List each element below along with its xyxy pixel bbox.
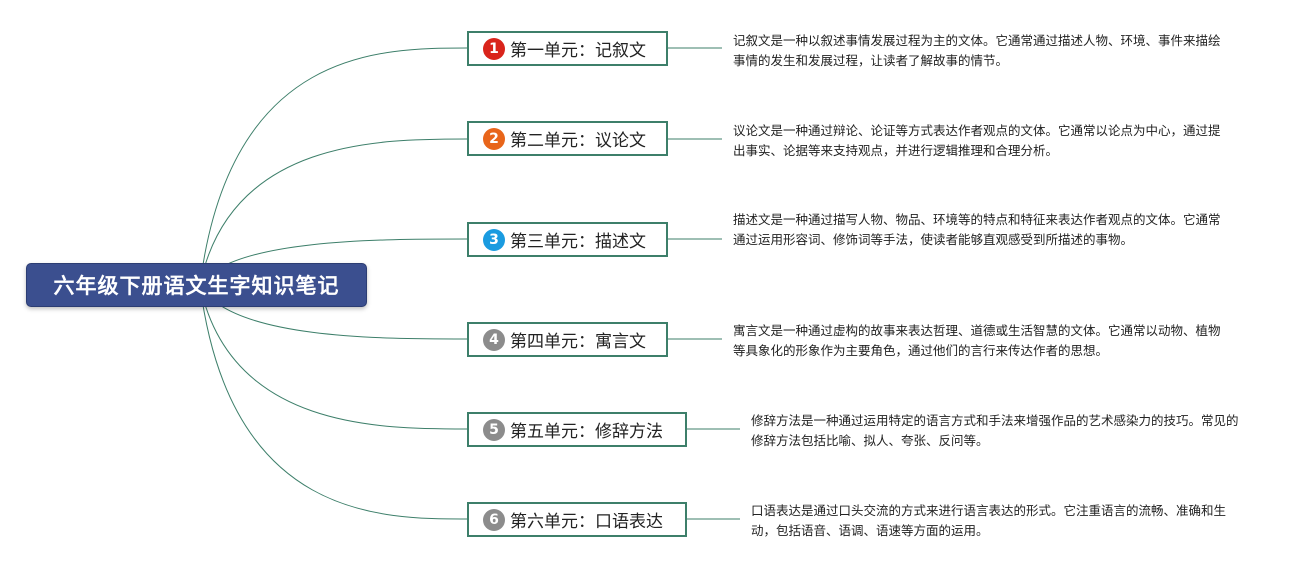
branch-line-2 [199,138,468,286]
unit-5-label: 第五单元：修辞方法 [510,422,663,442]
unit-4-topic[interactable]: 4 第四单元：寓言文 [467,322,668,357]
unit-3-note: 描述文是一种通过描写人物、物品、环境等的特点和特征来表达作者观点的文体。它通常通… [733,212,1221,247]
unit-4-label: 第四单元：寓言文 [510,332,646,352]
number-1-badge-icon: 1 [483,37,505,60]
branch-line-6 [199,284,468,520]
unit-2-note: 议论文是一种通过辩论、论证等方式表达作者观点的文体。它通常以论点为中心，通过提出… [733,123,1221,158]
unit-2-label: 第二单元：议论文 [510,131,646,151]
unit-1-topic[interactable]: 1 第一单元：记叙文 [467,31,668,66]
unit-4-note: 寓言文是一种通过虚构的故事来表达哲理、道德或生活智慧的文体。它通常以动物、植物等… [733,323,1221,358]
number-3-badge-icon: 3 [483,228,505,251]
unit-3-topic[interactable]: 3 第三单元：描述文 [467,222,668,257]
number-5-badge-icon: 5 [483,418,505,441]
number-2-badge-icon: 2 [483,127,505,150]
unit-6-topic[interactable]: 6 第六单元：口语表达 [467,502,687,537]
unit-3-label: 第三单元：描述文 [510,232,646,252]
branch-line-1 [199,47,468,286]
unit-5-topic[interactable]: 5 第五单元：修辞方法 [467,412,687,447]
unit-1-label: 第一单元：记叙文 [510,41,646,61]
unit-1-note: 记叙文是一种以叙述事情发展过程为主的文体。它通常通过描述人物、环境、事件来描绘事… [733,33,1221,68]
number-4-badge-icon: 4 [483,328,505,351]
root-topic-label: 六年级下册语文生字知识笔记 [53,274,340,298]
root-topic[interactable]: 六年级下册语文生字知识笔记 [26,263,367,307]
unit-5-note: 修辞方法是一种通过运用特定的语言方式和手法来增强作品的艺术感染力的技巧。常见的修… [751,413,1239,448]
unit-2-topic[interactable]: 2 第二单元：议论文 [467,121,668,156]
number-6-badge-icon: 6 [483,508,505,531]
unit-6-label: 第六单元：口语表达 [510,512,663,532]
unit-6-note: 口语表达是通过口头交流的方式来进行语言表达的形式。它注重语言的流畅、准确和生动，… [751,503,1227,538]
branch-line-5 [199,284,468,430]
